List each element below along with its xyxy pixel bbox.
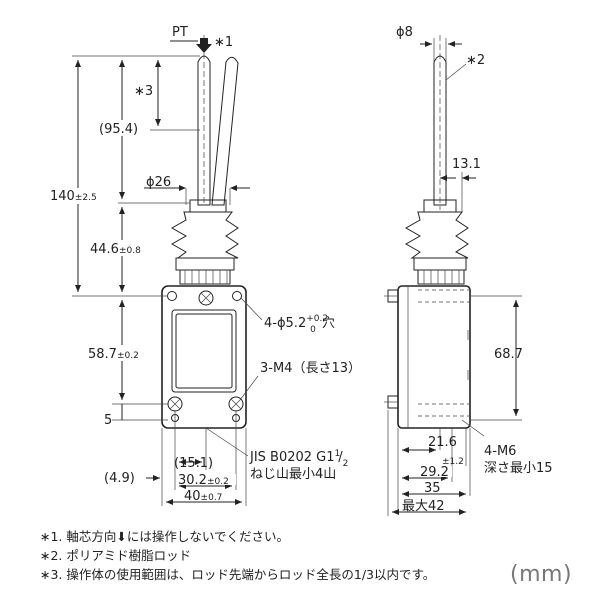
side-bellows (404, 199, 469, 285)
front-view: PT ∗1 ∗3 (95.4) 140±2.5 ϕ26 44.6±0.8 (48, 25, 361, 506)
front-bellows (170, 199, 239, 285)
dim-29-2: 29.2 (420, 465, 449, 480)
conduit-sub-label: ねじ山最小4山 (250, 467, 336, 482)
tap-label: 4-M6 (484, 444, 516, 459)
note-mark-1: ∗1 (214, 35, 233, 50)
dim-44-6: 44.6±0.8 (90, 242, 141, 257)
note-mark-2: ∗2 (466, 53, 485, 68)
dim-58-7: 58.7±0.2 (88, 347, 139, 362)
notes: ∗1. 軸芯方向⬇には操作しないでください。 ∗2. ポリアミド樹脂ロッド ∗3… (40, 527, 510, 584)
pt-label: PT (172, 25, 188, 40)
note-3: ∗3. 操作体の使用範囲は、ロッド先端からロッド全長の1/3以内です。 (40, 567, 436, 582)
down-arrow-icon (196, 38, 212, 53)
side-housing (384, 285, 471, 429)
dim-5: 5 (104, 413, 112, 428)
unit-label: (mm) (510, 562, 573, 587)
note-mark-3: ∗3 (134, 84, 153, 99)
side-rod (433, 35, 447, 210)
dim-phi8: ϕ8 (396, 25, 413, 40)
tol-21-6: ±1.2 (442, 457, 464, 467)
dim-max42: 最大42 (402, 499, 445, 514)
dim-4-9: (4.9) (104, 471, 135, 486)
dim-40: 40±0.7 (184, 489, 222, 504)
front-rod (197, 35, 239, 206)
side-view: ϕ8 ∗2 13.1 68.7 4-M6 深さ最小15 21.6 ±1.2 (384, 25, 553, 516)
dim-15-1: (15.1) (174, 456, 213, 471)
note-2: ∗2. ポリアミド樹脂ロッド (40, 548, 192, 563)
conduit-label: JIS B0202 G11/2 (249, 449, 348, 469)
dim-68-7: 68.7 (494, 347, 523, 362)
dim-phi26: ϕ26 (146, 175, 171, 190)
tap-sub-label: 深さ最小15 (484, 461, 553, 476)
dim-13-1: 13.1 (452, 157, 481, 172)
dim-21-6: 21.6 (428, 435, 457, 450)
screw-label: 3-M4（長さ13） (260, 361, 361, 376)
dim-35: 35 (424, 481, 441, 496)
dim-140: 140±2.5 (50, 189, 97, 204)
dim-95-4: (95.4) (99, 122, 138, 137)
note-1: ∗1. 軸芯方向⬇には操作しないでください。 (40, 529, 289, 544)
dim-30-2: 30.2±0.2 (178, 473, 229, 488)
front-housing (161, 285, 247, 429)
